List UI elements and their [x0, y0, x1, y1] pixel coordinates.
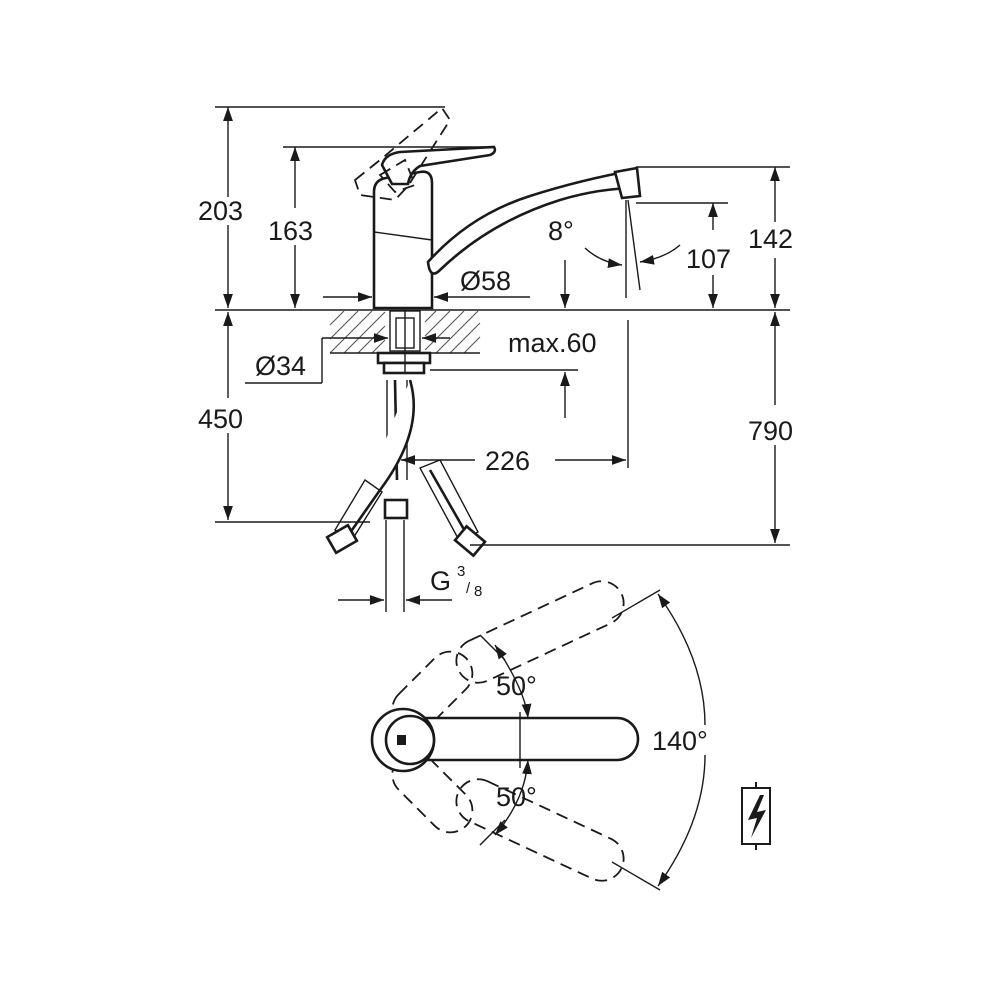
ext-line-140-upper — [611, 589, 661, 619]
top-view: 50° 50° 140° — [370, 580, 708, 891]
electric-shock-warning-icon — [741, 782, 771, 850]
lever-center — [398, 716, 640, 762]
dim-d34-label: Ø34 — [255, 351, 306, 381]
angle-upper-label: 50° — [496, 671, 537, 701]
thread-g-label: G — [430, 566, 451, 596]
dim-142-label: 142 — [748, 224, 793, 254]
temperature-indicator — [397, 735, 406, 745]
thread-denominator: 8 — [474, 583, 482, 600]
lever-position-upper — [391, 580, 625, 733]
dim-163-label: 163 — [268, 216, 313, 246]
mounting-shank — [376, 310, 432, 375]
thread-slash: / — [466, 580, 471, 597]
ext-line-50-upper — [479, 634, 506, 661]
supply-hoses — [325, 379, 487, 558]
lever-raised-outline — [353, 106, 452, 201]
angle-arc-8-right — [639, 244, 681, 265]
dim-203-label: 203 — [198, 196, 243, 226]
dim-8deg-label: 8° — [548, 216, 574, 246]
dim-790-label: 790 — [748, 416, 793, 446]
spout — [426, 166, 642, 275]
dim-arc-50-upper — [494, 644, 532, 719]
dim-max60-label: max.60 — [508, 328, 597, 358]
ext-line-50-lower — [479, 819, 506, 846]
dim-arc-140-upper — [657, 593, 706, 726]
thread-numerator: 3 — [457, 563, 465, 580]
dim-226-label: 226 — [485, 446, 530, 476]
dim-arc-50-lower — [494, 759, 532, 836]
angle-total-label: 140° — [652, 726, 708, 756]
dim-107-label: 107 — [686, 244, 731, 274]
ext-line-140-lower — [611, 861, 661, 891]
dim-450-label: 450 — [198, 404, 243, 434]
faucet-body-top — [370, 707, 436, 773]
jet-axis-angled — [627, 199, 641, 291]
lever — [380, 145, 497, 186]
angle-arc-8-left — [584, 247, 623, 268]
angle-lower-label: 50° — [496, 782, 537, 812]
dim-d58-label: Ø58 — [460, 266, 511, 296]
lever-position-lower — [391, 751, 625, 882]
dim-arc-140-lower — [657, 754, 706, 887]
faucet-body — [372, 170, 434, 310]
side-view: 203 163 142 107 8° Ø58 Ø34 — [198, 106, 793, 612]
countertop-section — [329, 310, 481, 354]
